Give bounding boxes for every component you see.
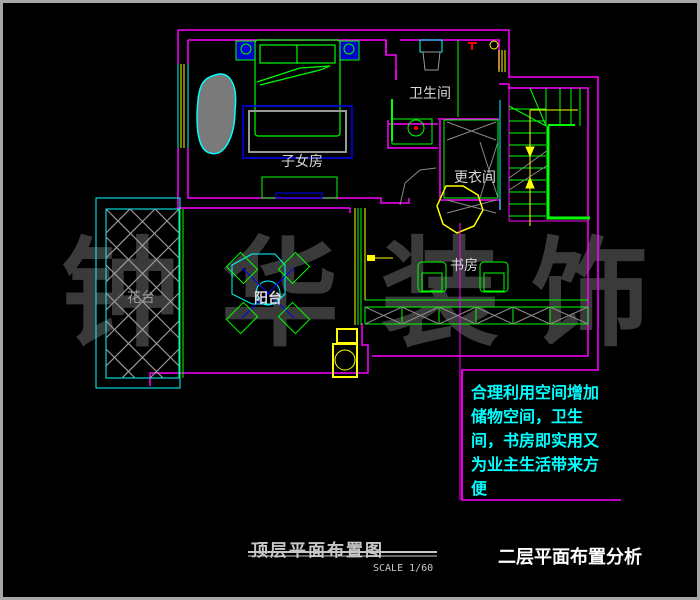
basin [391, 118, 433, 145]
nightstand-left [235, 40, 256, 61]
drawing-scale: SCALE 1/60 [373, 563, 434, 574]
washer [332, 328, 358, 378]
bean-bag [196, 73, 237, 155]
label-balcony: 阳台 [254, 291, 282, 307]
study-cabinet [364, 299, 589, 325]
armchair-left [417, 261, 447, 293]
study-wall-detail [354, 208, 393, 325]
staircase [508, 87, 590, 226]
label-bathroom: 卫生间 [409, 86, 451, 102]
ottoman [436, 185, 484, 234]
cad-drawing-canvas: 钟 华 装 饰 [3, 3, 697, 597]
watermark-char: 装 [381, 224, 500, 363]
door-swing [399, 167, 437, 206]
toilet [419, 39, 443, 71]
note-line: 为业主生活带来方 [471, 455, 600, 474]
note-line: 间，书房即实用又 [471, 431, 600, 450]
design-note: 合理利用空间增加 储物空间，卫生 间，书房即实用又 为业主生活带来方 便 [471, 381, 621, 501]
planter [105, 208, 184, 379]
analysis-title: 二层平面布置分析 [498, 547, 642, 568]
rug [242, 105, 353, 159]
watermark-char: 饰 [531, 224, 650, 363]
bed [254, 39, 341, 137]
floor-plan [95, 29, 621, 557]
tv-cabinet [261, 176, 338, 199]
label-childrens-room: 子女房 [281, 154, 323, 170]
note-line: 便 [471, 479, 488, 498]
label-dressing-room: 更衣间 [454, 170, 496, 186]
label-study: 书房 [450, 258, 478, 274]
label-planter: 花台 [127, 290, 155, 306]
note-line: 合理利用空间增加 [471, 383, 600, 402]
balcony-table-set [225, 251, 311, 335]
wardrobe [443, 100, 501, 214]
note-line: 储物空间，卫生 [471, 407, 584, 426]
watermark-char: 钟 [61, 224, 180, 363]
window-bath [498, 50, 506, 72]
armchair-right [479, 261, 509, 293]
drawing-title: 顶层平面布置图 [251, 541, 384, 561]
nightstand-right [339, 40, 360, 61]
window-left [177, 64, 189, 148]
